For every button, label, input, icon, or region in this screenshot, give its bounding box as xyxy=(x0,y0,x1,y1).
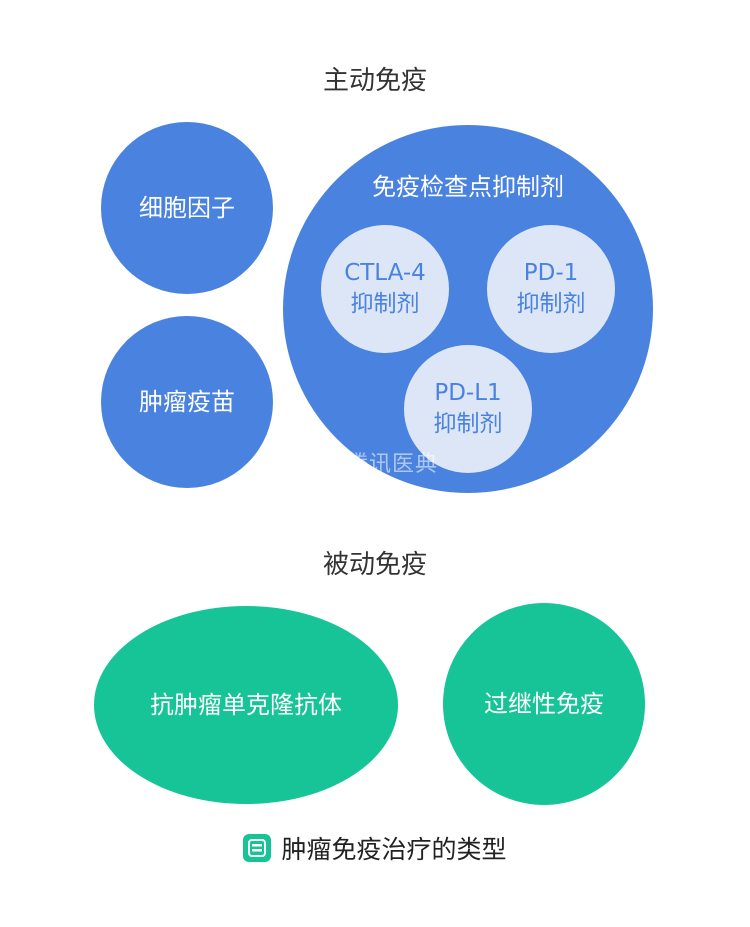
pdl1-inhibitor-label: 抑制剂 xyxy=(433,411,503,437)
pd1-inhibitor-label: 抑制剂 xyxy=(516,291,586,317)
caption-logo-icon xyxy=(243,834,272,862)
ctla4-inhibitor-label: 抑制剂 xyxy=(350,291,420,317)
adoptive-immunity-circle: 过继性免疫 xyxy=(443,603,645,805)
checkpoint-inhibitors-label: 免疫检查点抑制剂 xyxy=(372,173,564,201)
caption-text: 肿瘤免疫治疗的类型 xyxy=(281,835,507,864)
passive-immunity-title: 被动免疫 xyxy=(322,549,427,580)
monoclonal-antibody-label: 抗肿瘤单克隆抗体 xyxy=(150,691,342,719)
pd1-label: PD-1 xyxy=(523,260,579,286)
cytokines-label: 细胞因子 xyxy=(139,194,235,222)
active-immunity-title: 主动免疫 xyxy=(322,65,427,96)
watermark-logo-icon xyxy=(303,445,337,479)
figure-caption: 肿瘤免疫治疗的类型 xyxy=(0,828,750,868)
pd1-inhibitor-circle: PD-1 抑制剂 xyxy=(487,225,615,353)
watermark-text: 腾讯医典 xyxy=(346,452,439,477)
adoptive-immunity-label: 过继性免疫 xyxy=(484,690,604,718)
watermark: 腾讯医典 xyxy=(302,440,452,484)
pdl1-inhibitor-circle: PD-L1 抑制剂 xyxy=(404,345,532,473)
pdl1-label: PD-L1 xyxy=(434,380,502,406)
tumor-vaccine-label: 肿瘤疫苗 xyxy=(139,388,235,416)
ctla4-label: CTLA-4 xyxy=(344,260,426,286)
tumor-vaccine-circle: 肿瘤疫苗 xyxy=(101,316,273,488)
monoclonal-antibody-ellipse: 抗肿瘤单克隆抗体 xyxy=(94,606,398,804)
ctla4-inhibitor-circle: CTLA-4 抑制剂 xyxy=(321,225,449,353)
cytokines-circle: 细胞因子 xyxy=(101,122,273,294)
